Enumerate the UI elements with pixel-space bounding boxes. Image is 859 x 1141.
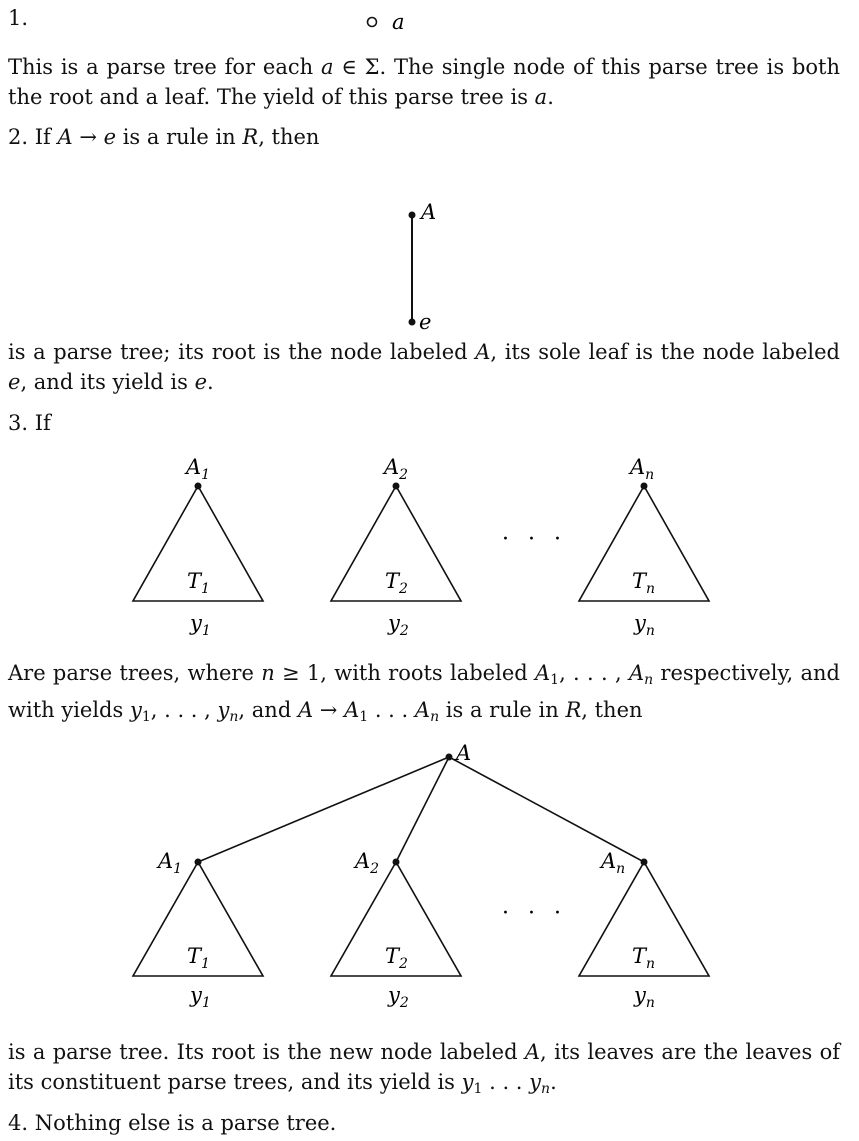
subtree-1-root-node: [194, 482, 202, 490]
item3-description: is a parse tree. Its root is the new nod…: [8, 1040, 840, 1097]
subtree-1-triangle: [131, 484, 265, 602]
subtree-n-yield: yn: [633, 611, 655, 639]
combined-subtree-n: An Tn yn: [577, 849, 711, 1011]
subtree-2-triangle: [329, 484, 463, 602]
item3-middle-text: Are parse trees, where n ≥ 1, with roots…: [8, 661, 840, 725]
item2-root-node: [408, 211, 416, 219]
edge-root-to-An: [448, 756, 645, 863]
combined-subtree-1-triangle: [131, 860, 265, 977]
combined-subtree-2: A2 T2 y2: [329, 849, 463, 1011]
subtree-n-name: Tn: [632, 569, 655, 597]
item3-if-word: If: [34, 411, 51, 435]
item3-subtrees-diagram: A1 T1 y1 A2 T2 y2 · · · An Tn yn: [131, 455, 711, 639]
combined-subtree-1-root-node: [194, 858, 202, 866]
new-root-label: A: [454, 741, 471, 765]
subtree-n-root-node: [640, 482, 648, 490]
combined-subtree-2-name: T2: [385, 944, 408, 972]
item4-number: 4.: [8, 1111, 29, 1135]
combined-subtree-2-root-label: A2: [353, 849, 379, 877]
new-root-node: [445, 753, 453, 761]
item1-leaf-node: [366, 16, 378, 28]
edge-root-to-A2: [395, 756, 450, 863]
subtree-2-root-node: [392, 482, 400, 490]
subtree-2-name: T2: [385, 569, 408, 597]
combined-subtree-2-yield: y2: [387, 983, 409, 1011]
combined-subtree-n-name: Tn: [632, 944, 655, 972]
subtree-1-root-label: A1: [184, 455, 210, 483]
subtree-2: A2 T2 y2: [329, 455, 463, 639]
item2-intro: 2. If A → e is a rule in R, then: [8, 125, 320, 149]
subtree-n-triangle: [577, 484, 711, 602]
item2-root-label: A: [419, 200, 436, 224]
combined-subtree-2-triangle: [329, 860, 463, 977]
combined-ellipsis: · · ·: [502, 901, 567, 926]
combined-subtree-1-name: T1: [187, 944, 210, 972]
subtree-2-yield: y2: [387, 611, 409, 639]
combined-subtree-n-triangle: [577, 860, 711, 977]
combined-subtree-2-root-node: [392, 858, 400, 866]
item1-leaf-label: a: [392, 10, 405, 34]
subtree-2-root-label: A2: [382, 455, 408, 483]
item3-combined-tree-diagram: A A1 T1 y1 A2 T2 y2 · · · An Tn yn: [131, 741, 711, 1011]
item2-number: 2.: [8, 125, 29, 149]
combined-subtree-1: A1 T1 y1: [131, 849, 265, 1011]
item3-number: 3.: [8, 411, 29, 435]
combined-subtree-n-root-node: [640, 858, 648, 866]
item1-description: This is a parse tree for each a ∈ Σ. The…: [8, 55, 840, 109]
combined-subtree-1-root-label: A1: [156, 849, 182, 877]
edge-root-to-A1: [197, 756, 450, 863]
item3-intro: 3. If: [8, 408, 840, 438]
combined-subtree-n-root-label: An: [599, 849, 625, 877]
item4-text: Nothing else is a parse tree.: [34, 1111, 337, 1135]
subtree-1-yield: y1: [189, 611, 211, 639]
subtrees-ellipsis: · · ·: [502, 527, 567, 552]
item2-leaf-label: e: [419, 310, 431, 334]
item1-number: 1.: [8, 6, 29, 30]
subtree-1: A1 T1 y1: [131, 455, 265, 639]
subtree-1-name: T1: [187, 569, 210, 597]
item4-statement: 4. Nothing else is a parse tree.: [8, 1108, 840, 1138]
combined-subtree-1-yield: y1: [189, 983, 211, 1011]
item2-description: is a parse tree; its root is the node la…: [8, 340, 841, 394]
subtree-n-root-label: An: [628, 455, 654, 483]
item2-leaf-node: [408, 318, 416, 326]
item1-single-node-diagram: a: [366, 10, 405, 34]
item2-rule-tree-diagram: A e: [408, 200, 436, 334]
combined-subtree-n-yield: yn: [633, 983, 655, 1011]
subtree-n: An Tn yn: [577, 455, 711, 639]
